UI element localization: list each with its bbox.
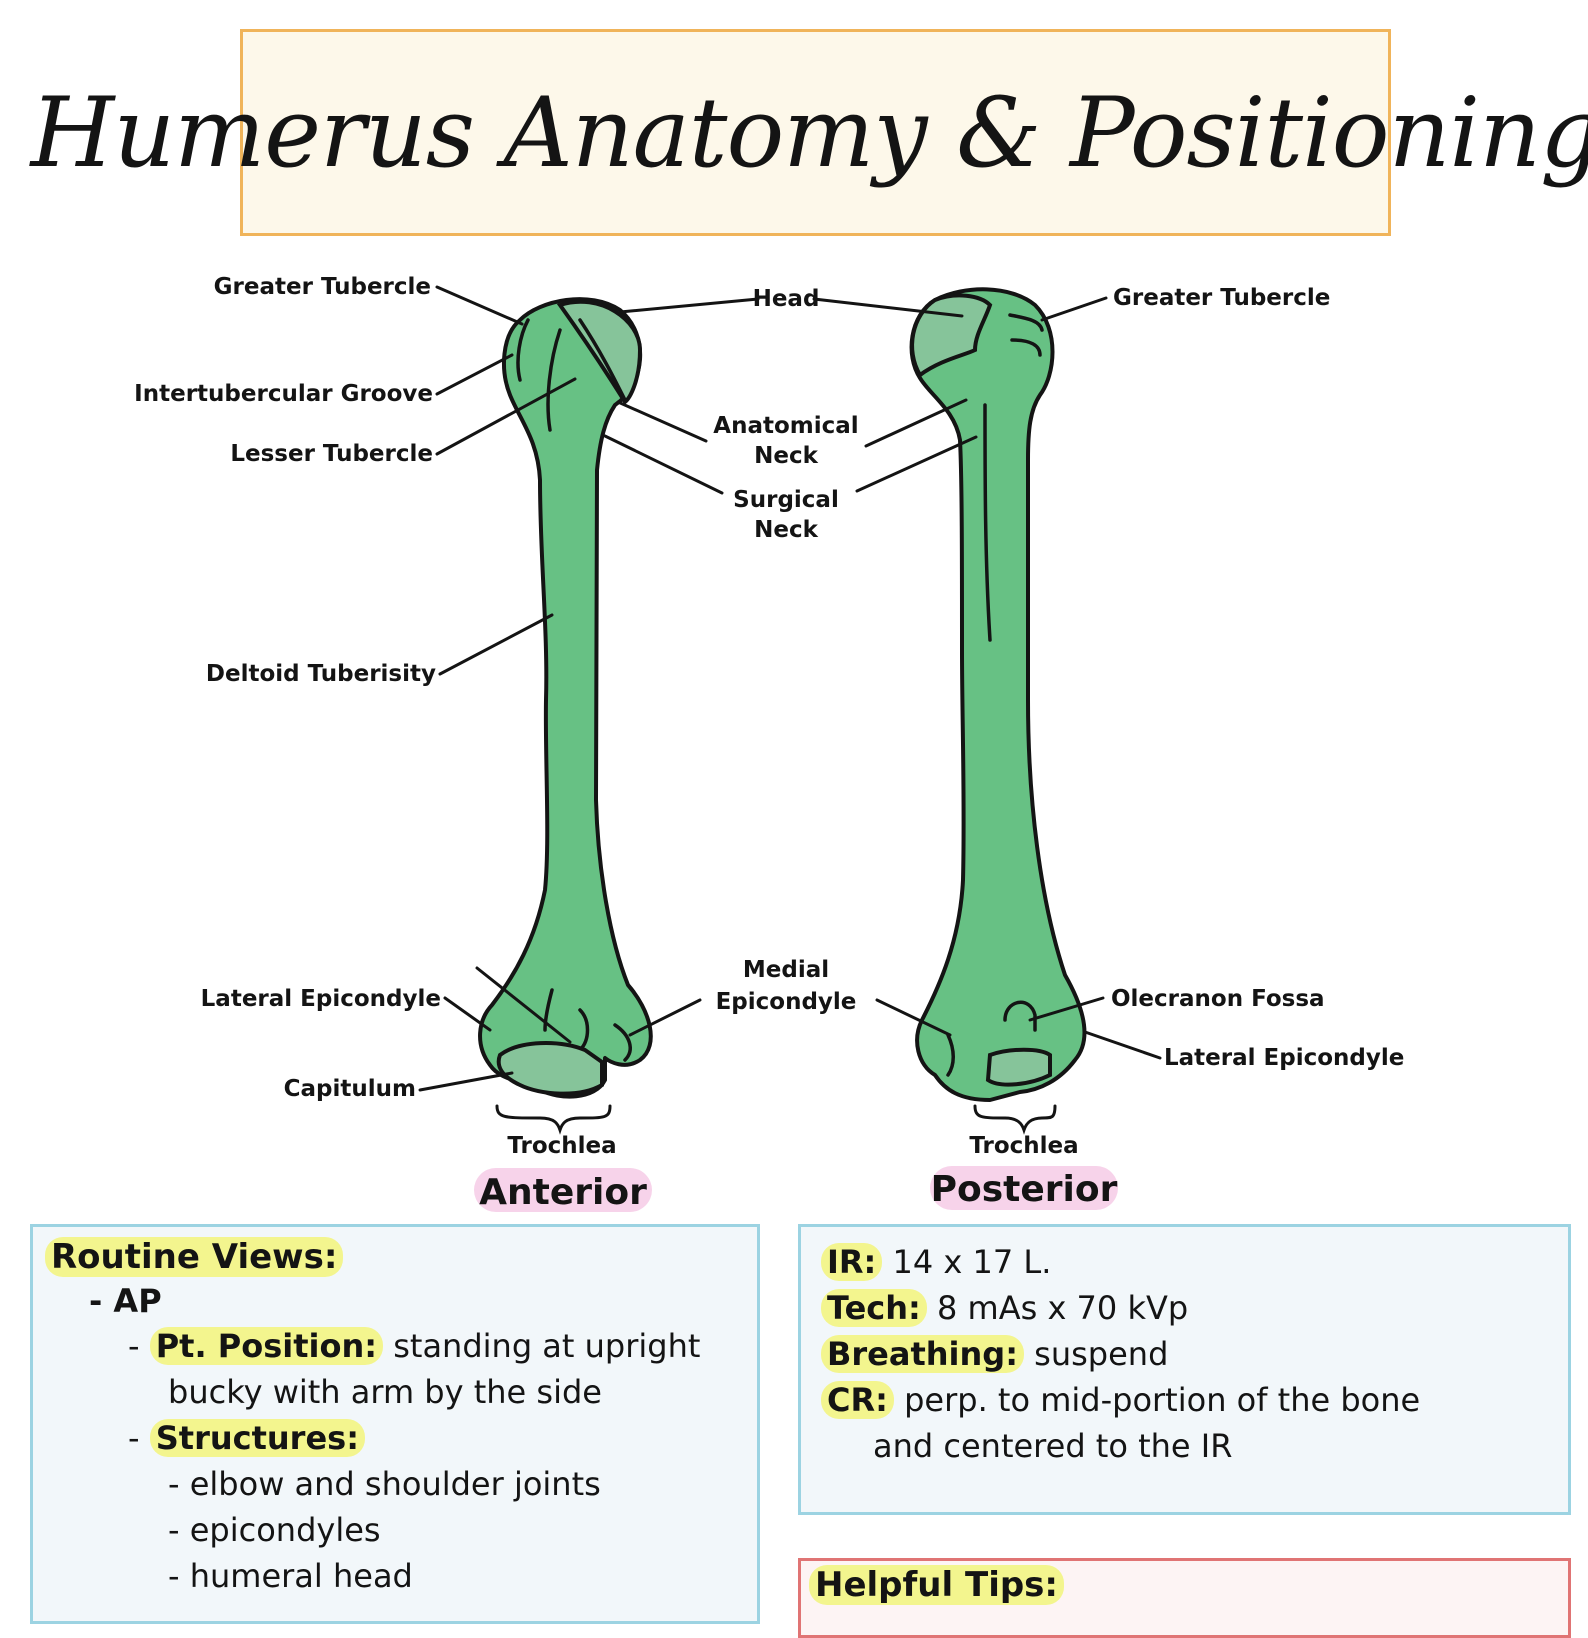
- structures-label: Structures:: [149, 1419, 365, 1457]
- label-olecranon-fossa: Olecranon Fossa: [1111, 986, 1325, 1012]
- humerus-diagram: Greater Tubercle Intertubercular Groove …: [134, 274, 1404, 1213]
- anterior-bone-shape: [478, 297, 653, 1099]
- ir-value: 14 x 17 L.: [882, 1243, 1052, 1281]
- tech-row: Tech: 8 mAs x 70 kVp: [821, 1289, 1188, 1327]
- breathing-value: suspend: [1024, 1335, 1169, 1373]
- helpful-tips-panel: Helpful Tips:: [798, 1558, 1571, 1638]
- posterior-shaft-line: [983, 403, 992, 642]
- leader-anatomical-neck-post: [864, 398, 968, 448]
- posterior-humerus: [909, 287, 1087, 1102]
- leader-lesser-tubercle: [435, 377, 577, 456]
- helpful-tips-row: Helpful Tips:: [809, 1565, 1065, 1605]
- label-surgical-neck-line1: Surgical: [733, 487, 839, 513]
- structures-row: - Structures:: [128, 1419, 365, 1457]
- posterior-bone-shape: [909, 287, 1087, 1102]
- posterior-badge: [930, 1166, 1118, 1210]
- ir-row: IR: 14 x 17 L.: [821, 1243, 1051, 1281]
- anterior-capitulum-shape: [496, 1041, 604, 1096]
- label-greater-tubercle-anterior: Greater Tubercle: [214, 274, 431, 300]
- routine-views-panel: Routine Views: - AP - Pt. Position: stan…: [30, 1224, 760, 1624]
- leader-surgical-neck-post: [855, 435, 978, 493]
- leader-anatomical-neck-ant: [616, 400, 708, 443]
- posterior-head: [910, 293, 993, 378]
- leader-intertubercular: [435, 353, 514, 396]
- anterior-epicondyle-line: [543, 988, 554, 1032]
- posterior-epicondyle-line: [946, 1033, 955, 1077]
- anterior-humerus: [478, 297, 653, 1099]
- routine-view-ap: - AP: [89, 1282, 162, 1320]
- trochlea-brace-post: [973, 1104, 1057, 1135]
- pt-position-row: - Pt. Position: standing at upright: [128, 1327, 700, 1365]
- cr-value-2: and centered to the IR: [873, 1427, 1233, 1465]
- label-lateral-epicondyle-posterior: Lateral Epicondyle: [1164, 1045, 1404, 1071]
- pt-position-label: Pt. Position:: [149, 1327, 384, 1365]
- posterior-trochlea-shape: [985, 1047, 1052, 1087]
- leader-head-ant: [618, 297, 760, 314]
- trochlea-brace-ant: [495, 1104, 612, 1135]
- leader-greater-tubercle-post: [1040, 296, 1108, 322]
- label-lateral-epicondyle-anterior: Lateral Epicondyle: [201, 986, 441, 1012]
- cr-value-1: perp. to mid-portion of the bone: [893, 1381, 1421, 1419]
- posterior-tubercle-line: [1008, 313, 1044, 332]
- anterior-neck-line: [578, 318, 627, 402]
- label-medial-epicondyle-line1: Medial: [743, 957, 829, 983]
- routine-views-heading-row: Routine Views:: [45, 1237, 344, 1277]
- leader-capitulum: [418, 1071, 514, 1092]
- page-title: Humerus Anatomy & Positioning: [30, 76, 1588, 189]
- view-label-posterior: Posterior: [931, 1169, 1118, 1210]
- leader-medial-epicondyle-ant: [628, 998, 702, 1037]
- anterior-tubercle-line: [516, 318, 530, 382]
- label-intertubercular-groove: Intertubercular Groove: [134, 381, 433, 407]
- leader-lateral-epicondyle-ant-2: [475, 966, 572, 1044]
- structure-item: - humeral head: [168, 1557, 413, 1595]
- label-medial-epicondyle-line2: Epicondyle: [716, 989, 857, 1015]
- posterior-fossa-curve: [1003, 1000, 1037, 1032]
- breathing-row: Breathing: suspend: [821, 1335, 1168, 1373]
- structure-item: - epicondyles: [168, 1511, 381, 1549]
- label-surgical-neck-line2: Neck: [754, 517, 818, 543]
- helpful-tips-heading: Helpful Tips:: [809, 1565, 1065, 1605]
- cr-row: CR: perp. to mid-portion of the bone: [821, 1381, 1420, 1419]
- ir-label: IR:: [821, 1243, 883, 1281]
- routine-views-heading: Routine Views:: [45, 1237, 344, 1277]
- anterior-groove-line: [546, 328, 562, 432]
- leader-lateral-epicondyle-post: [1083, 1030, 1162, 1060]
- label-greater-tubercle-posterior: Greater Tubercle: [1113, 285, 1330, 311]
- leader-lines: [418, 285, 1162, 1135]
- leader-medial-epicondyle-post: [875, 998, 952, 1037]
- leader-head-post: [812, 297, 964, 318]
- pt-position-dash: -: [128, 1327, 150, 1365]
- title-banner: Humerus Anatomy & Positioning: [31, 29, 1588, 236]
- pt-position-text-1: standing at upright: [383, 1327, 701, 1365]
- anterior-condyle-line: [613, 1023, 632, 1062]
- tech-label: Tech:: [821, 1289, 927, 1327]
- leader-olecranon: [1028, 996, 1105, 1022]
- label-trochlea-anterior: Trochlea: [507, 1133, 616, 1159]
- label-trochlea-posterior: Trochlea: [969, 1133, 1078, 1159]
- technique-panel: IR: 14 x 17 L. Tech: 8 mAs x 70 kVp Brea…: [798, 1224, 1571, 1515]
- leader-deltoid: [438, 613, 554, 676]
- label-anatomical-neck-line1: Anatomical: [713, 413, 858, 439]
- label-head: Head: [753, 286, 820, 312]
- label-anatomical-neck-line2: Neck: [754, 443, 818, 469]
- cr-label: CR:: [821, 1381, 894, 1419]
- leader-lateral-epicondyle-ant: [443, 996, 492, 1032]
- view-label-anterior: Anterior: [479, 1172, 647, 1213]
- structure-item: - elbow and shoulder joints: [168, 1465, 601, 1503]
- anterior-badge: [474, 1168, 652, 1212]
- structures-dash: -: [128, 1419, 150, 1457]
- label-capitulum: Capitulum: [284, 1076, 416, 1102]
- posterior-tubercle-line-2: [1010, 338, 1042, 357]
- label-deltoid-tuberosity: Deltoid Tuberisity: [206, 661, 436, 687]
- leader-surgical-neck-ant: [603, 434, 724, 495]
- label-lesser-tubercle: Lesser Tubercle: [230, 441, 433, 467]
- pt-position-text-2: bucky with arm by the side: [168, 1373, 602, 1411]
- leader-greater-tubercle-ant: [435, 285, 524, 326]
- tech-value: 8 mAs x 70 kVp: [926, 1289, 1189, 1327]
- breathing-label: Breathing:: [821, 1335, 1024, 1373]
